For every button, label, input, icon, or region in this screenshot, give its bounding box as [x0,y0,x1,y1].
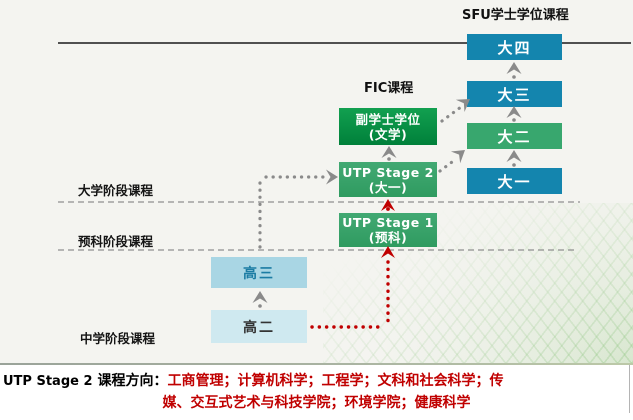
caption: UTP Stage 2 课程方向：工商管理；计算机科学；工程学；文科和社会科学；传… [0,366,633,412]
arrow-utp2-to-associate-icon [381,146,397,158]
caption-line1: UTP Stage 2 课程方向：工商管理；计算机科学；工程学；文科和社会科学；传 [3,370,633,390]
caption-majors-line2: 媒、交互式艺术与科技学院；环境学院；健康科学 [162,395,471,411]
slide-area: SFU学士学位课程 FIC课程 大学阶段课程 预科阶段课程 中学阶段课程 大四 … [0,0,633,363]
label-foundation-stage: 预科阶段课程 [78,234,154,249]
label-university-stage: 大学阶段课程 [78,183,154,198]
caption-prefix-chinese: 课程方向： [97,373,168,389]
fic-column-header: FIC课程 [364,81,414,96]
box-year2: 大二 [467,123,562,149]
arrow-year1-to-year2-icon [506,150,522,162]
box-utp-stage2: UTP Stage 2(大一) [339,162,437,197]
frame-right-edge [629,365,630,413]
box-utp-stage1: UTP Stage 1(预科) [339,213,437,247]
box-year3: 大三 [467,81,562,107]
box-year1: 大一 [467,168,562,194]
box-year4: 大四 [467,34,562,60]
caption-majors-line1: 工商管理；计算机科学；工程学；文科和社会科学；传 [167,373,504,389]
arrow-year2-to-year3-icon [506,106,522,118]
label-secondary-stage: 中学阶段课程 [80,331,156,346]
box-associate-degree: 副学士学位(文学) [339,108,437,145]
diagonal-dotted-lines [438,105,463,173]
sfu-column-header: SFU学士学位课程 [462,8,569,23]
dotted-path-grade12-to-utp2 [258,175,329,249]
caption-prefix-latin: UTP Stage 2 [3,374,93,389]
arrow-year3-to-year4-icon [506,62,522,74]
arrow-grade11-to-grade12-icon [252,291,268,303]
box-grade12: 高三 [211,257,307,288]
arrowhead-into-utp2-icon [326,169,338,185]
slide-bottom-edge [0,363,633,365]
box-grade11: 高二 [211,310,307,343]
